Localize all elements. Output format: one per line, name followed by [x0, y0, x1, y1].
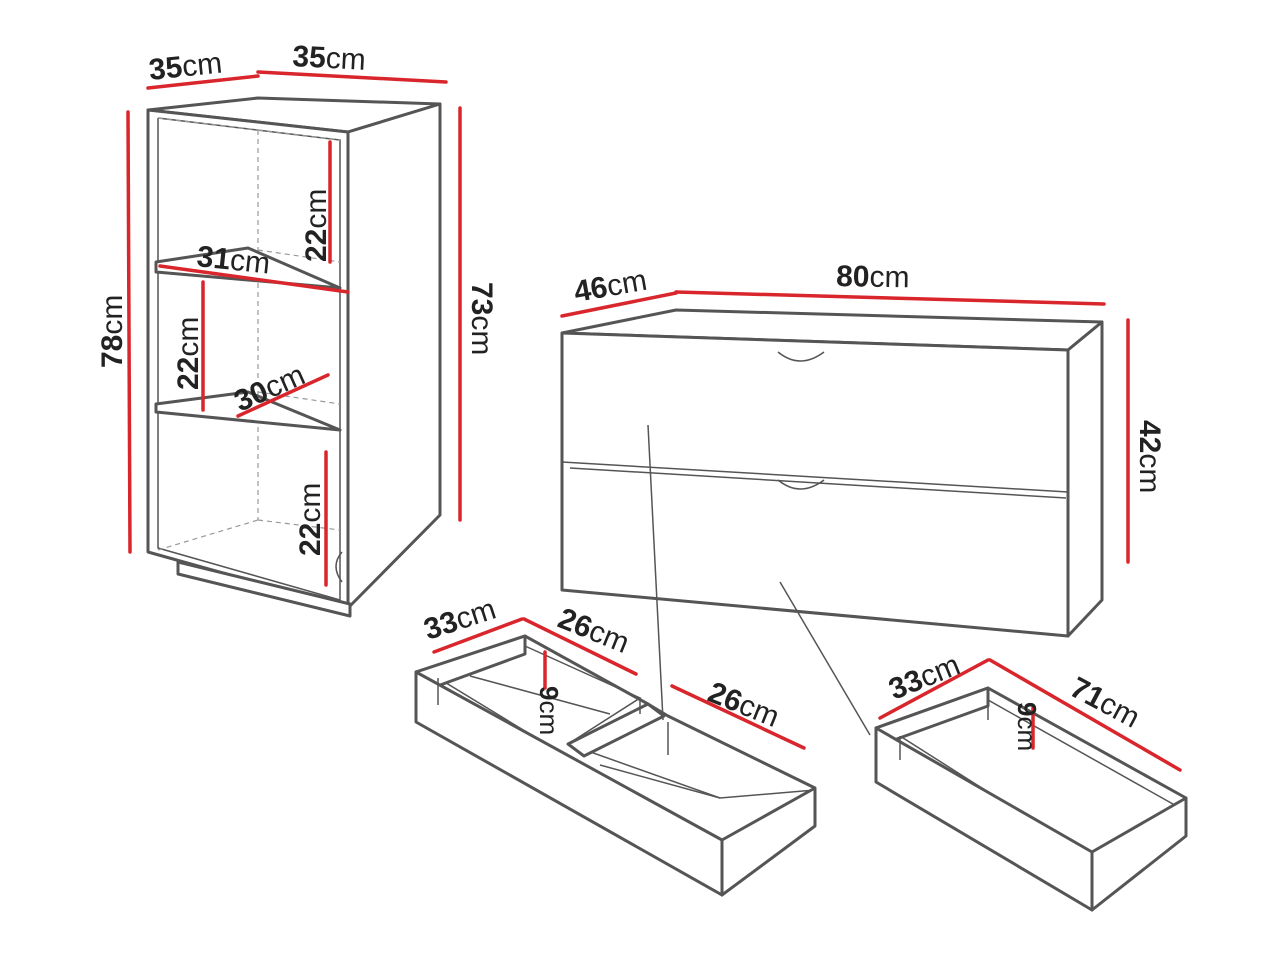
divided-drawer-right-width-label: 26cm	[703, 676, 783, 734]
chest-front	[560, 331, 1070, 638]
chest-depth-label: 46cm	[571, 264, 649, 309]
chest-drawing: 46cm 80cm 42cm	[560, 260, 1166, 736]
divided-drawer-depth-label: 33cm	[420, 593, 500, 647]
cabinet-depth-label: 35cm	[147, 46, 223, 86]
cabinet-body-height-label: 73cm	[465, 282, 498, 355]
single-drawer-height-label: 9cm	[1012, 702, 1042, 751]
cabinet-knob	[335, 551, 343, 583]
cabinet-top-compartment-label: 22cm	[300, 189, 333, 262]
cabinet-shelf-width-label: 31cm	[195, 240, 271, 280]
cabinet-side	[346, 102, 442, 610]
single-drawer-depth-label: 33cm	[884, 648, 964, 706]
cabinet-bottom-compartment-label: 22cm	[294, 483, 327, 556]
cabinet-width-label: 35cm	[292, 40, 367, 77]
divided-drawer-height-label: 9cm	[534, 686, 564, 735]
chest-width-label: 80cm	[836, 260, 910, 294]
divided-drawer-divider	[566, 702, 666, 758]
cabinet-total-height-label: 78cm	[96, 295, 129, 368]
cabinet-shelf-upper	[154, 246, 342, 290]
chest-height-label: 42cm	[1133, 420, 1166, 493]
divided-drawer-drawing: 33cm 26cm 9cm 26cm	[414, 593, 817, 897]
chest-lower-drawer-handle	[777, 479, 825, 490]
single-drawer-drawing: 33cm 71cm 9cm	[874, 648, 1188, 912]
chest-side	[1066, 320, 1104, 638]
chest-drawer-divider	[561, 461, 1069, 493]
cabinet-middle-compartment-label: 22cm	[172, 317, 205, 390]
chest-upper-drawer-handle	[777, 351, 825, 362]
cabinet-drawing: 35cm 35cm 78cm 73cm 31cm 22cm 22cm 30cm …	[96, 40, 498, 618]
single-drawer-front	[874, 726, 1094, 912]
cabinet-plinth	[176, 560, 352, 618]
divided-drawer-front	[414, 670, 724, 897]
